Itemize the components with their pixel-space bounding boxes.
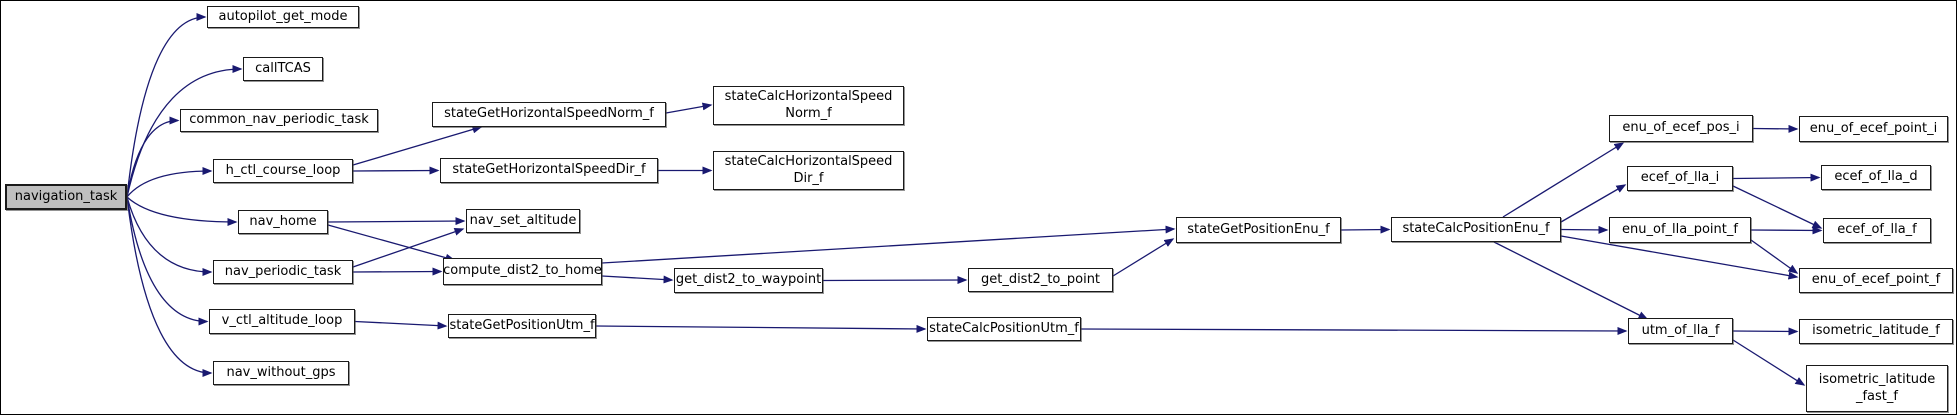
edge-utm_of_lla_f-to-isometric_latitude_fast_f — [1732, 339, 1806, 386]
edge-v_ctl_altitude_loop-to-stateGetPositionUtm_f — [354, 320, 448, 330]
edge-stateGetPositionUtm_f-to-stateCalcPositionUtm_f — [595, 324, 927, 333]
edge-stateCalcPositionEnu_f-to-utm_of_lla_f — [1493, 241, 1649, 320]
edge-stateCalcPositionEnu_f-to-enu_of_lla_point_f — [1560, 225, 1609, 234]
edge-navigation_task-to-nav_periodic_task — [126, 196, 213, 276]
node-common_nav_periodic_task[interactable]: common_nav_periodic_task — [180, 109, 378, 132]
edge-navigation_task-to-autopilot_get_mode — [126, 13, 207, 198]
node-enu_of_ecef_point_f[interactable]: enu_of_ecef_point_f — [1799, 268, 1953, 293]
edge-ecef_of_lla_i-to-ecef_of_lla_d — [1732, 173, 1821, 182]
edge-get_dist2_to_waypoint-to-get_dist2_to_point — [822, 276, 968, 285]
edge-navigation_task-to-callTCAS — [126, 65, 243, 198]
edge-navigation_task-to-nav_home — [126, 196, 238, 226]
edge-group — [126, 13, 1823, 386]
node-navigation_task[interactable]: navigation_task — [5, 184, 127, 210]
edge-stateCalcPositionUtm_f-to-utm_of_lla_f — [1080, 326, 1628, 335]
node-stateGetPositionUtm_f[interactable]: stateGetPositionUtm_f — [448, 314, 596, 338]
edge-navigation_task-to-h_ctl_course_loop — [126, 167, 213, 198]
edge-h_ctl_course_loop-to-stateGetHorizontalSpeedDir_f — [352, 166, 440, 175]
node-isometric_latitude_fast_f[interactable]: isometric_latitude _fast_f — [1806, 365, 1948, 412]
edge-nav_periodic_task-to-nav_set_altitude — [352, 227, 465, 268]
node-get_dist2_to_point[interactable]: get_dist2_to_point — [968, 268, 1113, 292]
edge-navigation_task-to-v_ctl_altitude_loop — [126, 196, 209, 326]
node-stateGetHorizontalSpeedDir_f[interactable]: stateGetHorizontalSpeedDir_f — [440, 158, 658, 183]
node-compute_dist2_to_home[interactable]: compute_dist2_to_home — [443, 258, 602, 285]
edge-navigation_task-to-common_nav_periodic_task — [126, 116, 180, 198]
edge-stateCalcPositionEnu_f-to-enu_of_ecef_point_f — [1560, 235, 1799, 280]
node-nav_set_altitude[interactable]: nav_set_altitude — [466, 209, 580, 233]
node-nav_without_gps[interactable]: nav_without_gps — [213, 361, 349, 385]
edge-compute_dist2_to_home-to-stateGetPositionEnu_f — [601, 225, 1176, 264]
edge-enu_of_lla_point_f-to-ecef_of_lla_f — [1750, 226, 1823, 235]
node-enu_of_ecef_point_i[interactable]: enu_of_ecef_point_i — [1799, 116, 1948, 142]
edge-compute_dist2_to_home-to-get_dist2_to_waypoint — [601, 275, 674, 284]
edge-utm_of_lla_f-to-isometric_latitude_f — [1732, 327, 1799, 336]
edge-nav_periodic_task-to-compute_dist2_to_home — [352, 267, 443, 276]
node-enu_of_ecef_pos_i[interactable]: enu_of_ecef_pos_i — [1609, 115, 1753, 142]
node-get_dist2_to_waypoint[interactable]: get_dist2_to_waypoint — [674, 268, 823, 293]
edge-h_ctl_course_loop-to-stateGetHorizontalSpeedNorm_f — [352, 125, 483, 166]
edge-nav_home-to-compute_dist2_to_home — [327, 224, 456, 262]
node-stateCalcPositionEnu_f[interactable]: stateCalcPositionEnu_f — [1391, 217, 1561, 242]
edge-enu_of_ecef_pos_i-to-enu_of_ecef_point_i — [1752, 124, 1799, 133]
edge-stateGetHorizontalSpeedNorm_f-to-stateCalcHorizontalSpeedNorm_f — [665, 102, 713, 114]
node-stateGetHorizontalSpeedNorm_f[interactable]: stateGetHorizontalSpeedNorm_f — [432, 102, 666, 127]
node-autopilot_get_mode[interactable]: autopilot_get_mode — [207, 6, 359, 28]
edge-stateGetPositionEnu_f-to-stateCalcPositionEnu_f — [1340, 225, 1391, 234]
node-ecef_of_lla_d[interactable]: ecef_of_lla_d — [1821, 165, 1931, 190]
node-ecef_of_lla_i[interactable]: ecef_of_lla_i — [1627, 166, 1733, 191]
edge-nav_home-to-nav_set_altitude — [327, 217, 466, 226]
edge-enu_of_lla_point_f-to-enu_of_ecef_point_f — [1750, 239, 1799, 274]
node-utm_of_lla_f[interactable]: utm_of_lla_f — [1628, 318, 1733, 344]
node-stateCalcPositionUtm_f[interactable]: stateCalcPositionUtm_f — [927, 317, 1081, 341]
node-stateGetPositionEnu_f[interactable]: stateGetPositionEnu_f — [1176, 217, 1341, 243]
node-isometric_latitude_f[interactable]: isometric_latitude_f — [1799, 319, 1953, 344]
node-stateCalcHorizontalSpeedNorm_f[interactable]: stateCalcHorizontalSpeed Norm_f — [713, 86, 904, 125]
node-stateCalcHorizontalSpeedDir_f[interactable]: stateCalcHorizontalSpeed Dir_f — [713, 151, 904, 190]
node-enu_of_lla_point_f[interactable]: enu_of_lla_point_f — [1609, 217, 1751, 243]
node-h_ctl_course_loop[interactable]: h_ctl_course_loop — [213, 159, 353, 183]
node-callTCAS[interactable]: callTCAS — [243, 57, 323, 81]
node-nav_periodic_task[interactable]: nav_periodic_task — [213, 260, 353, 284]
edge-get_dist2_to_point-to-stateGetPositionEnu_f — [1112, 238, 1175, 277]
edge-stateCalcPositionEnu_f-to-enu_of_ecef_pos_i — [1502, 142, 1625, 218]
edge-stateCalcPositionEnu_f-to-ecef_of_lla_i — [1560, 184, 1627, 223]
node-nav_home[interactable]: nav_home — [238, 210, 328, 234]
edge-navigation_task-to-nav_without_gps — [126, 196, 213, 377]
edge-ecef_of_lla_i-to-ecef_of_lla_f — [1732, 185, 1823, 229]
node-ecef_of_lla_f[interactable]: ecef_of_lla_f — [1823, 218, 1931, 243]
node-v_ctl_altitude_loop[interactable]: v_ctl_altitude_loop — [209, 309, 355, 334]
